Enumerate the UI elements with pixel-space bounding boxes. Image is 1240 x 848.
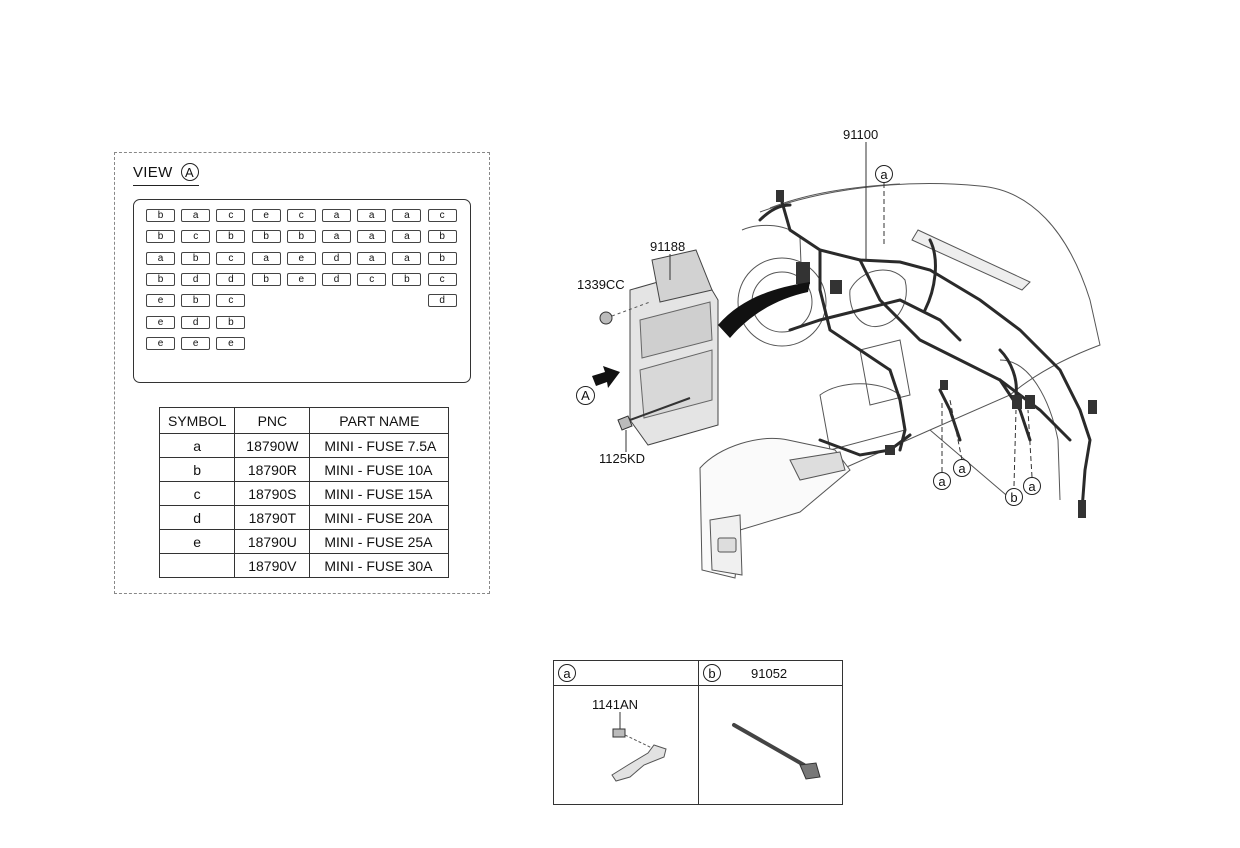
detail-divider (698, 661, 699, 804)
view-title-text: VIEW (133, 163, 173, 181)
callout-a-1: a (933, 472, 951, 490)
cell-part-name: MINI - FUSE 25A (309, 529, 450, 554)
fuse-slot: b (427, 230, 457, 244)
callout-a-top: a (875, 165, 893, 183)
bolt-1125kd (617, 397, 691, 452)
cell-pnc: 18790S (234, 481, 311, 506)
label-1339cc: 1339CC (577, 277, 625, 292)
fuse-slot: c (216, 209, 246, 222)
fuse-slot: a (392, 251, 422, 265)
fuse-slot: c (427, 209, 457, 222)
col-header-symbol: SYMBOL (158, 407, 236, 434)
junction-box (629, 249, 719, 446)
fuse-slot: e (146, 315, 175, 329)
label-1125kd: 1125KD (599, 451, 646, 466)
fuse-slot: b (251, 272, 281, 286)
harness-connectors (776, 190, 1097, 518)
fuse-slot: a (392, 209, 422, 222)
fuse-slot: e (146, 294, 175, 308)
fuse-slot: d (322, 251, 351, 265)
fuse-slot: c (286, 209, 316, 222)
clip-bolt-icon (611, 712, 667, 782)
fuse-slot: d (181, 272, 211, 286)
cell-part-name: MINI - FUSE 30A (309, 553, 450, 578)
cable-tie-icon (732, 723, 821, 780)
view-a-marker: A (576, 386, 595, 405)
fuse-slot: d (216, 272, 246, 286)
detail-illustrations (611, 712, 821, 782)
fuse-slot: a (357, 209, 387, 222)
callout-a-2: a (953, 459, 971, 477)
wiring-harness (758, 193, 1092, 512)
nut-1339cc (599, 301, 651, 325)
fuse-slot: b (216, 315, 246, 329)
fuse-slot: b (251, 230, 281, 244)
cell-symbol (158, 553, 236, 578)
fuse-slot: c (427, 272, 457, 286)
cell-part-name: MINI - FUSE 10A (309, 457, 450, 482)
fuse-slot: d (181, 315, 211, 329)
fuse-slot: b (216, 230, 246, 244)
fuse-slot: b (146, 209, 175, 222)
center-console (699, 437, 851, 579)
cell-symbol: d (158, 505, 236, 530)
fuse-slot: b (146, 272, 175, 286)
detail-a-part: 1141AN (592, 697, 639, 712)
detail-symbol-b: b (703, 664, 721, 682)
view-letter-badge: A (180, 163, 199, 181)
cell-pnc: 18790R (234, 457, 311, 482)
cell-pnc: 18790V (234, 553, 311, 578)
fuse-slot: b (427, 251, 457, 265)
fuse-slot: a (322, 230, 351, 244)
cell-pnc: 18790T (234, 505, 311, 530)
assembly-arrow (718, 282, 810, 338)
view-arrow (592, 366, 620, 388)
fuse-slot: a (357, 230, 387, 244)
table-header-row: SYMBOL PNC PART NAME (158, 407, 450, 434)
fuse-slot: e (181, 336, 211, 350)
fuse-slot: c (216, 251, 246, 265)
callout-b: b (1005, 488, 1023, 506)
fuse-slot: c (357, 272, 387, 286)
leader-lines (669, 142, 1033, 487)
fuse-slot: b (181, 251, 211, 265)
fuse-slot: a (392, 230, 422, 244)
fuse-slot: e (286, 251, 316, 265)
fuse-slot: a (322, 209, 351, 222)
fuse-slot: a (357, 251, 387, 265)
detail-table: a b 91052 1141AN (553, 660, 843, 805)
fuse-slot: b (146, 230, 175, 244)
fuse-slot: a (146, 251, 175, 265)
fuse-slot: b (286, 230, 316, 244)
label-91188: 91188 (650, 239, 686, 254)
fuse-slot: e (216, 336, 246, 350)
cell-part-name: MINI - FUSE 15A (309, 481, 450, 506)
fuse-slot: e (146, 336, 175, 350)
fuse-slot: d (322, 272, 351, 286)
fuse-slot: b (392, 272, 422, 286)
fuse-slot: b (181, 294, 211, 308)
fuse-slot: d (427, 294, 457, 308)
view-title: VIEW A (133, 163, 199, 186)
fuse-slot: a (251, 251, 281, 265)
detail-symbol-a: a (558, 664, 576, 682)
label-91100: 91100 (843, 127, 879, 142)
cell-pnc: 18790W (234, 433, 311, 458)
detail-b-part: 91052 (751, 666, 788, 681)
fuse-slot: a (181, 209, 211, 222)
fuse-slot: c (181, 230, 211, 244)
fuse-slot: c (216, 294, 246, 308)
callout-a-3: a (1023, 477, 1041, 495)
fuse-slot: e (251, 209, 281, 222)
fuse-slot: e (286, 272, 316, 286)
